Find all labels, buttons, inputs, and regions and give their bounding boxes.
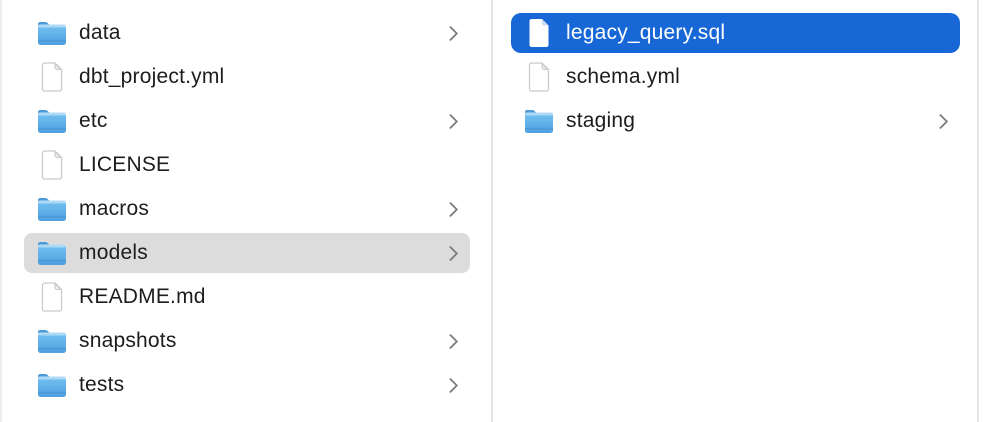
folder-icon xyxy=(38,329,66,353)
folder-row-models[interactable]: models xyxy=(24,233,470,273)
file-icon xyxy=(528,62,550,92)
item-label: README.md xyxy=(79,285,206,308)
empty-column-area xyxy=(979,0,984,422)
column-resize-divider[interactable] xyxy=(977,0,979,422)
file-icon xyxy=(529,19,549,47)
folder-row-data[interactable]: data xyxy=(24,13,470,53)
file-icon xyxy=(41,282,63,312)
folder-icon xyxy=(38,109,66,133)
file-icon xyxy=(523,61,555,93)
models-directory-column: legacy_query.sql schema.yml staging xyxy=(493,0,977,422)
chevron-right-icon xyxy=(442,113,459,129)
folder-icon xyxy=(38,21,66,45)
chevron-right-icon xyxy=(442,377,459,393)
file-icon xyxy=(41,62,63,92)
item-label: snapshots xyxy=(79,329,177,352)
file-row-dbt_project.yml[interactable]: dbt_project.yml xyxy=(24,57,470,97)
folder-icon xyxy=(36,105,68,137)
file-icon xyxy=(36,149,68,181)
file-row-legacy_query.sql[interactable]: legacy_query.sql xyxy=(511,13,960,53)
file-row-LICENSE[interactable]: LICENSE xyxy=(24,145,470,185)
file-icon xyxy=(36,61,68,93)
item-label: schema.yml xyxy=(566,65,681,88)
file-icon xyxy=(41,150,63,180)
folder-row-etc[interactable]: etc xyxy=(24,101,470,141)
folder-icon xyxy=(38,241,66,265)
folder-row-snapshots[interactable]: snapshots xyxy=(24,321,470,361)
item-label: legacy_query.sql xyxy=(566,21,726,44)
chevron-right-icon xyxy=(442,201,459,217)
item-label: macros xyxy=(79,197,150,220)
file-icon xyxy=(523,17,555,49)
folder-icon xyxy=(36,17,68,49)
file-icon xyxy=(36,281,68,313)
file-row-README.md[interactable]: README.md xyxy=(24,277,470,317)
item-label: models xyxy=(79,241,148,264)
chevron-right-icon xyxy=(442,25,459,41)
folder-icon xyxy=(525,109,553,133)
folder-icon xyxy=(38,373,66,397)
item-label: data xyxy=(79,21,121,44)
item-label: dbt_project.yml xyxy=(79,65,225,88)
item-label: staging xyxy=(566,109,636,132)
chevron-right-icon xyxy=(442,333,459,349)
folder-icon xyxy=(36,369,68,401)
folder-icon xyxy=(36,193,68,225)
chevron-right-icon xyxy=(442,245,459,261)
column-resize-divider[interactable] xyxy=(491,0,493,422)
folder-icon xyxy=(38,197,66,221)
folder-icon xyxy=(36,237,68,269)
chevron-right-icon xyxy=(932,113,949,129)
item-label: LICENSE xyxy=(79,153,171,176)
item-label: tests xyxy=(79,373,125,396)
folder-row-macros[interactable]: macros xyxy=(24,189,470,229)
folder-icon xyxy=(36,325,68,357)
file-row-schema.yml[interactable]: schema.yml xyxy=(511,57,960,97)
folder-row-tests[interactable]: tests xyxy=(24,365,470,405)
item-label: etc xyxy=(79,109,108,132)
folder-icon xyxy=(523,105,555,137)
folder-row-staging[interactable]: staging xyxy=(511,101,960,141)
